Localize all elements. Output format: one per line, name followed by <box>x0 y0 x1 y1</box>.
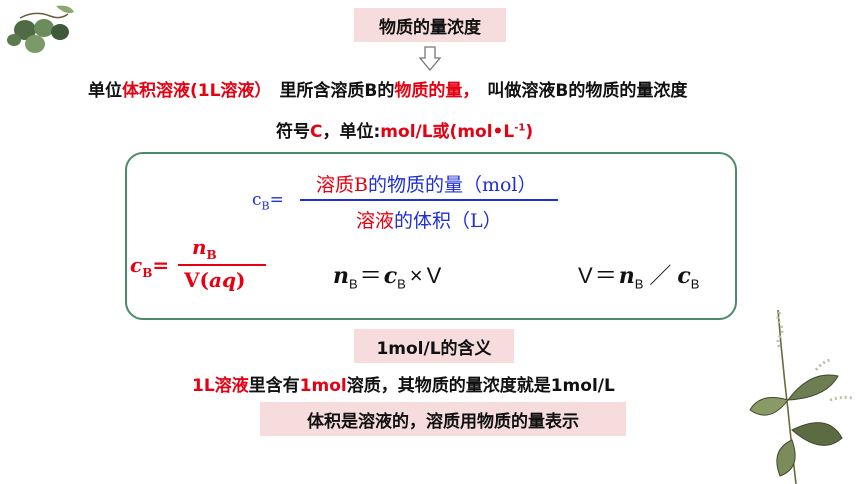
fraction-bar <box>300 199 558 201</box>
formula-v: V＝nB／cB <box>578 263 700 292</box>
down-arrow-icon <box>419 46 441 72</box>
red-formula-numerator: nB <box>192 235 217 262</box>
leaf-plant-illustration <box>749 309 853 484</box>
red-fraction-bar <box>178 264 266 266</box>
symbol-unit-line: 符号C，单位:mol/L或(mol•L-1) <box>276 122 534 142</box>
concentration-lhs: cB= <box>252 190 284 213</box>
fraction-numerator: 溶质B的物质的量（mol） <box>316 174 537 196</box>
formula-n: nB＝cB×V <box>333 263 442 292</box>
page-title-text: 物质的量浓度 <box>379 17 481 38</box>
fraction-denominator: 溶液的体积（L） <box>356 210 502 232</box>
meaning-title: 1mol/L的含义 <box>354 329 514 363</box>
definition-line: 单位体积溶液(1L溶液）里所含溶质B的物质的量，叫做溶液B的物质的量浓度 <box>88 81 688 101</box>
meaning-line: 1L溶液里含有1mol溶质，其物质的量浓度就是1mol/L <box>192 376 615 396</box>
red-formula-lhs: cB= <box>130 253 170 280</box>
red-formula-denominator: V(aq) <box>184 268 246 292</box>
page-title: 物质的量浓度 <box>354 8 506 42</box>
berry-branch-illustration <box>7 5 74 53</box>
formula-box <box>125 152 737 320</box>
note-box: 体积是溶液的，溶质用物质的量表示 <box>260 402 626 436</box>
